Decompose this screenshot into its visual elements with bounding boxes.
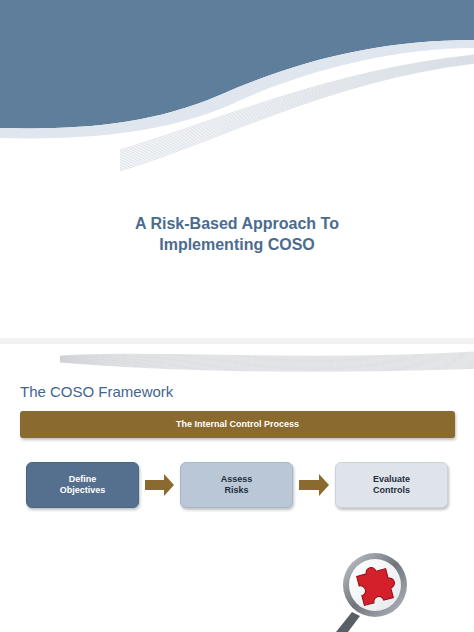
node-label: Define Objectives [55, 474, 111, 496]
slide-title: A Risk-Based Approach To Implementing CO… [127, 214, 347, 256]
node-label: Assess Risks [209, 474, 265, 496]
node-label: Evaluate Controls [364, 474, 420, 496]
magnifier-illustration [336, 553, 407, 632]
process-box: Define Objectives [26, 462, 139, 508]
block-arrow [299, 474, 329, 496]
section-heading: The COSO Framework [20, 383, 173, 401]
process-box: Assess Risks [180, 462, 293, 508]
process-box: Evaluate Controls [335, 462, 448, 508]
process-band: The Internal Control Process [20, 411, 455, 438]
block-arrow [145, 474, 174, 496]
node-label: The Internal Control Process [176, 419, 299, 430]
